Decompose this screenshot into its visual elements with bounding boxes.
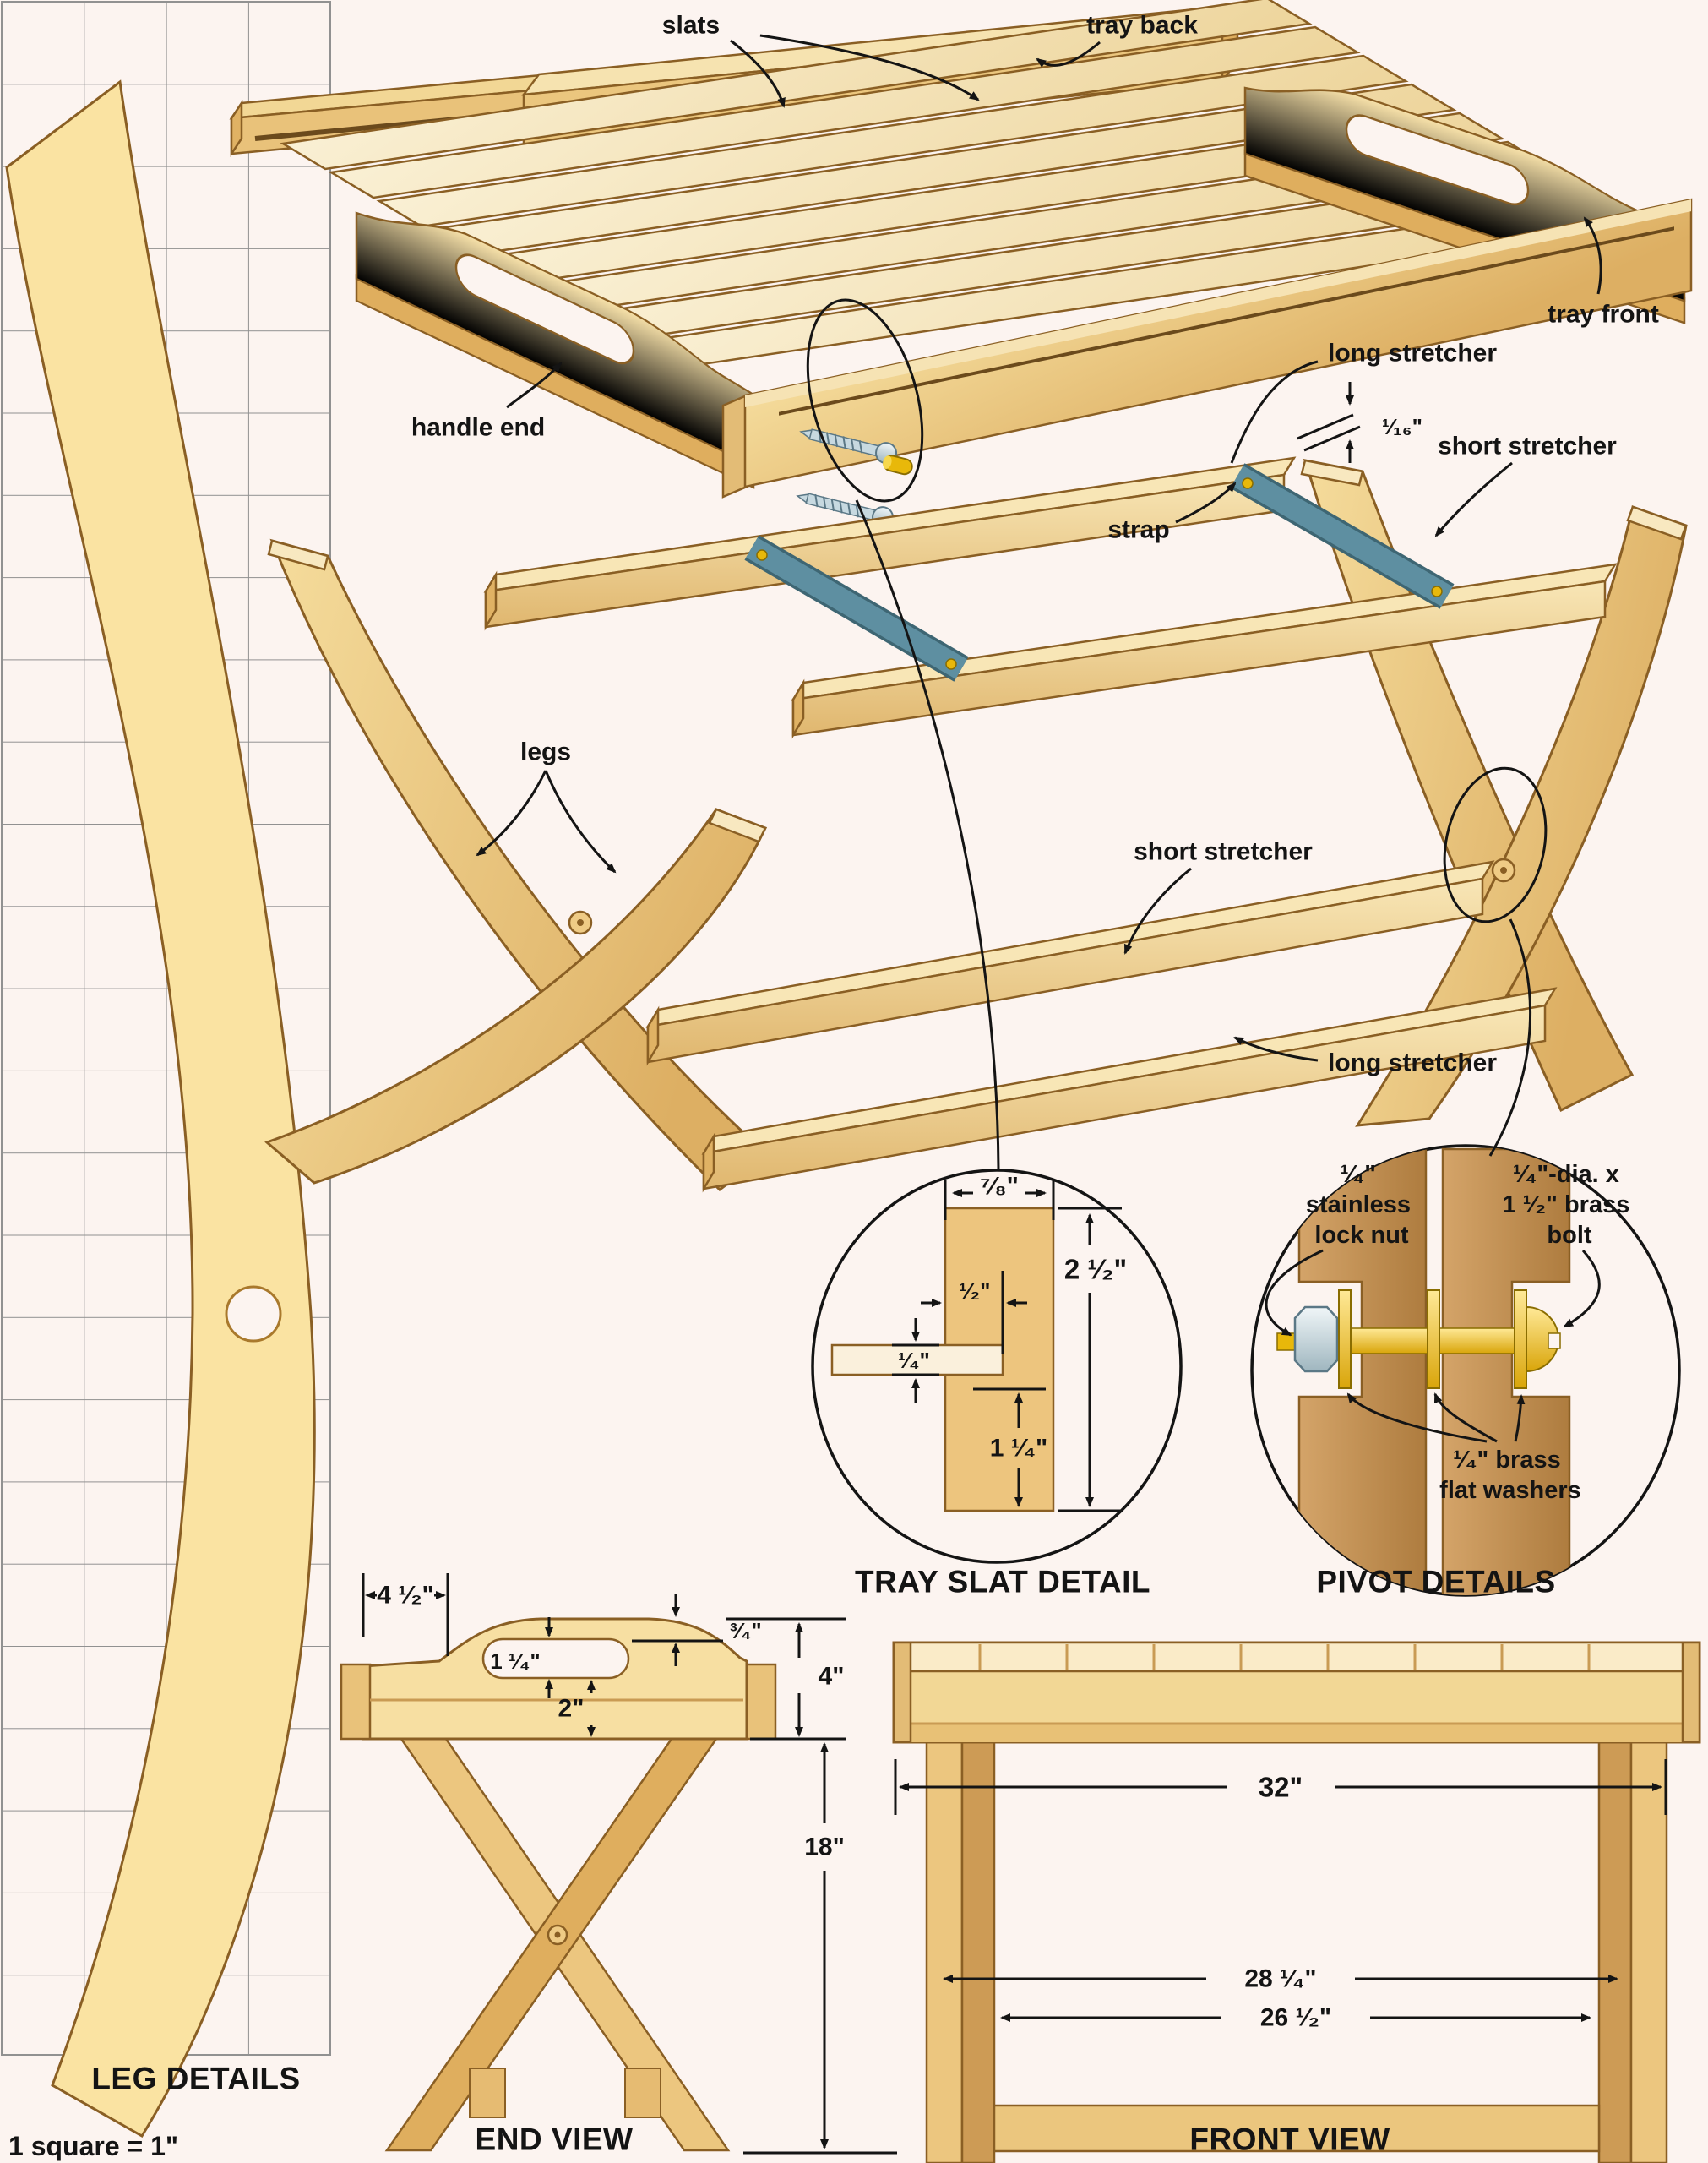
dim-tray-height: 4" [819,1663,845,1691]
slat [328,25,1361,199]
dim-below-handle: 2" [558,1695,585,1723]
grid-scale-note: 1 square = 1" [8,2131,178,2161]
dowel [883,455,913,476]
handle-slot [454,253,635,365]
slat-detail-caption: TRAY SLAT DETAIL [855,1565,1150,1599]
washer [1514,1289,1527,1389]
front-leg-behind [1597,1737,1633,2163]
short-stretcher-bar [645,860,1495,1066]
strap-screw [1242,477,1254,489]
front-leg [925,1737,964,2163]
washer [1338,1289,1352,1389]
callout-long-stretcher-top: long stretcher [1328,340,1497,368]
long-stretcher-bar-front [791,563,1618,739]
front-tray-end [892,1641,912,1744]
slat [280,0,1313,171]
strap-screw [945,658,957,670]
dim-slat-thickness: ¹⁄₄" [898,1348,930,1373]
callout-strap: strap [1107,516,1169,544]
front-leg [1629,1737,1668,2163]
dim-handle-hole: 1 ¹⁄₄" [490,1648,540,1674]
front-leg-behind [960,1737,996,2163]
pivot-leg-left [1297,1147,1428,1595]
exploded-tray [229,0,1693,542]
callout-long-stretcher-low: long stretcher [1328,1049,1497,1077]
tray-slat-detail: ⁷⁄₈" 2 ¹⁄₂" ¹⁄₂" ¹⁄₄" 1 ¹⁄₄" TRAY SLAT D… [811,1169,1183,1599]
bolt-shaft [1317,1327,1530,1354]
dim-below-groove: 1 ¹⁄₄" [990,1435,1048,1463]
callout-tray-back: tray back [1086,12,1198,40]
end-view: 4 ¹⁄₂" 1 ¹⁄₄" ³⁄₄" 4" 2" 18" END VIEW [340,1573,897,2157]
left-leg-pair [264,538,770,1191]
stretcher-section [469,2068,506,2118]
dim-tray-width: 32" [1259,1772,1303,1803]
dim-legs-inner: 26 ¹⁄₂" [1260,2004,1331,2032]
lock-nut [1293,1305,1339,1373]
end-rail-cap [745,1663,777,1741]
strap-screw [1431,586,1443,597]
long-stretcher-bar-rear [483,456,1297,631]
straps [744,463,1455,682]
handle-slot [1345,114,1530,206]
callout-slats: slats [662,12,720,40]
washers-label: ¹⁄₄" brass flat washers [1439,1447,1581,1504]
slat [376,54,1409,228]
leg-details-caption: LEG DETAILS [91,2062,300,2096]
lock-nut-label: ¹⁄₄" stainless lock nut [1306,1161,1417,1249]
long-stretcher-bar-low [701,987,1558,1193]
front-stretcher [993,2104,1601,2153]
dim-groove-depth: ¹⁄₂" [960,1278,991,1304]
handle-slot [481,1637,630,1680]
callouts: slats tray back tray front handle end lo… [411,12,1659,1170]
dim-rail-height: 2 ¹⁄₂" [1064,1254,1127,1285]
callout-gap: ¹⁄₁₆" [1382,414,1422,439]
leg-template [5,79,316,2138]
callout-short-stretcher-mid: short stretcher [1134,838,1313,866]
front-tray [892,1641,1701,1744]
slat-detail-leader [855,499,1000,1170]
callout-short-stretcher-top: short stretcher [1438,433,1617,460]
pivot-detail-leader [1488,918,1532,1157]
pivot-details-caption: PIVOT DETAILS [1316,1565,1555,1599]
screw [799,428,898,465]
front-view-caption: FRONT VIEW [1189,2122,1390,2157]
tray-corner-face [721,394,748,499]
tray-front-board [743,198,1693,488]
leg-assembly [264,456,1688,1193]
dim-slat-width: ⁷⁄₈" [980,1173,1019,1201]
leg-details-panel [1,1,331,2138]
end-rail-cap [340,1663,372,1741]
pivot-bolt-assembly [1276,1289,1561,1389]
leg-pivot-hole [225,1285,282,1343]
dim-handle-inset: 4 ¹⁄₂" [377,1582,434,1610]
front-tray-end [1681,1641,1701,1744]
slat-detail-loop [806,298,924,503]
pivot-detail-loop [1443,766,1548,923]
pivot-leg-right [1441,1147,1571,1595]
bolt-head-slot [1548,1332,1561,1349]
end-view-caption: END VIEW [476,2122,634,2157]
front-view: 32" 28 ¹⁄₄" 26 ¹⁄₂" FRONT VIEW [892,1641,1701,2163]
kerf-slot [779,226,1674,416]
slat-gaps [978,1644,1591,1670]
bolt-label: ¹⁄₄"-dia. x 1 ¹⁄₂" brass bolt [1503,1161,1637,1249]
callout-legs: legs [520,738,571,766]
stretcher-section [624,2068,661,2118]
dim-lip: ³⁄₄" [730,1618,762,1643]
callout-handle-end: handle end [411,414,545,442]
dim-legs-outer: 28 ¹⁄₄" [1244,1965,1316,1993]
callout-tray-front: tray front [1548,301,1659,329]
dim-leg-height: 18" [804,1833,845,1861]
strap-screw [756,549,768,561]
washer [1427,1289,1440,1389]
handle-end-left [355,211,755,489]
pivot-details: ¹⁄₄" stainless lock nut ¹⁄₄"-dia. x 1 ¹⁄… [1250,1144,1681,1599]
